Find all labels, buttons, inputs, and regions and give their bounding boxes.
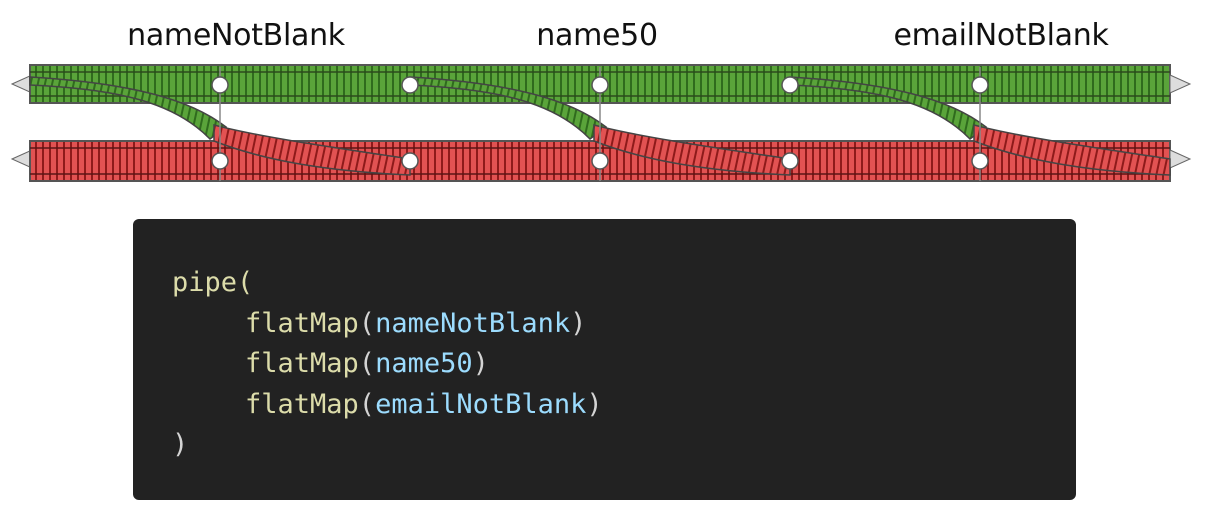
function-argument: nameNotBlank [375, 307, 571, 339]
function-name: flatMap [245, 388, 359, 420]
pipe-call: pipe( [172, 267, 254, 298]
paren-open: ( [358, 307, 376, 339]
railway-track-diagram [10, 64, 1192, 182]
switch-email-not-blank [789, 67, 1171, 181]
code-line: flatMap(nameNotBlank) [172, 304, 603, 345]
code-line: flatMap(emailNotBlank) [172, 385, 603, 426]
function-argument: emailNotBlank [375, 388, 587, 420]
track-joints [211, 76, 989, 170]
function-name: flatMap [245, 348, 359, 379]
function-name: flatMap [245, 307, 359, 339]
function-argument: name50 [375, 348, 473, 379]
paren-close: ) [472, 348, 489, 379]
code-line-close: ) [172, 425, 603, 466]
closing-paren: ) [172, 429, 189, 460]
stage-label-name-not-blank: nameNotBlank [127, 18, 345, 53]
switch-name-not-blank [29, 67, 411, 181]
paren-open: ( [358, 348, 376, 379]
paren-close: ) [586, 388, 603, 420]
paren-open: ( [358, 388, 376, 420]
paren-close: ) [570, 307, 587, 339]
stage-labels: nameNotBlank name50 emailNotBlank [0, 0, 1212, 60]
code-line-open: pipe( [172, 263, 603, 304]
stage-label-email-not-blank: emailNotBlank [893, 18, 1109, 53]
code-listing: pipe(flatMap(nameNotBlank)flatMap(name50… [172, 263, 603, 466]
code-line: flatMap(name50) [172, 344, 603, 385]
code-block: pipe(flatMap(nameNotBlank)flatMap(name50… [133, 219, 1076, 500]
stage-label-name50: name50 [536, 18, 658, 53]
